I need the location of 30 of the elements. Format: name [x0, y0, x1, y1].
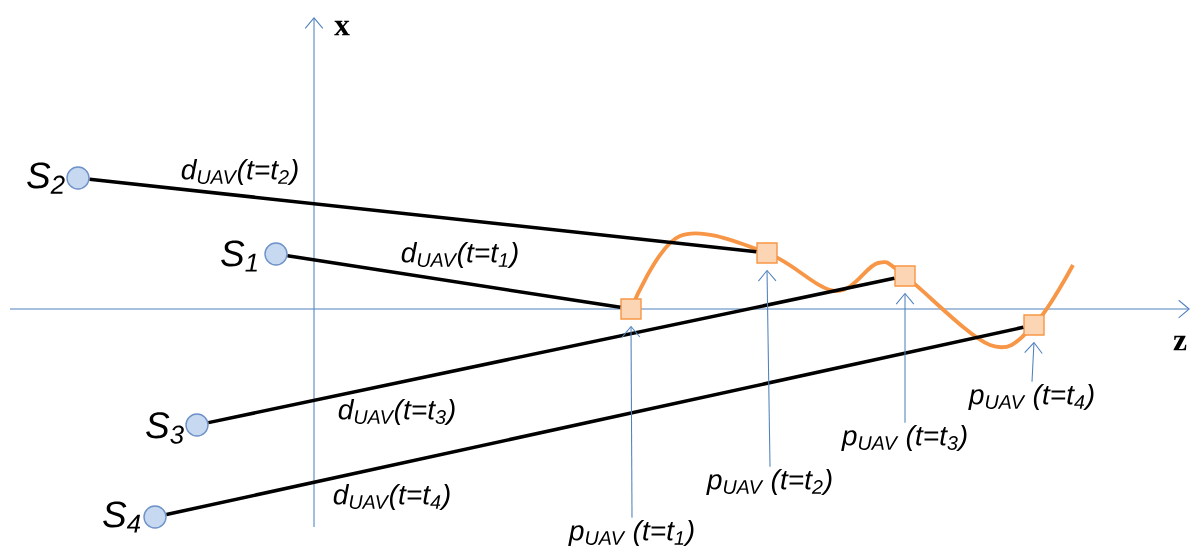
- sensor-circle: [143, 505, 167, 529]
- edge-label: d$_{UAV}$(t=t$_{4}$): [333, 483, 450, 511]
- position-label: p$_{UAV}$ (t=t$_{4}$): [968, 383, 1094, 411]
- sensor-circle: [185, 413, 209, 437]
- position-label: p$_{UAV}$ (t=t$_{1}$): [568, 519, 694, 547]
- position-square: [756, 242, 778, 264]
- distance-line: [287, 254, 621, 310]
- distance-line: [166, 325, 1024, 517]
- sensor-label: S$_{3}$: [146, 412, 184, 444]
- axis-label: z: [1173, 335, 1187, 351]
- distance-line: [208, 276, 895, 425]
- sensor-label: S$_{1}$: [221, 240, 257, 272]
- leader-arrow: [1024, 341, 1043, 383]
- leader-arrow: [895, 292, 915, 424]
- distance-line: [89, 177, 757, 254]
- axis-label: x: [334, 20, 350, 36]
- sensor-circle: [264, 242, 288, 266]
- position-square: [894, 265, 916, 287]
- sensor-label: S$_{4}$: [103, 501, 141, 533]
- position-square: [620, 298, 642, 320]
- sensor-circle: [66, 166, 90, 190]
- leader-arrow: [621, 325, 641, 519]
- leader-arrow: [757, 269, 777, 468]
- sensor-label: S$_{2}$: [27, 162, 65, 194]
- edge-label: d$_{UAV}$(t=t$_{3}$): [338, 398, 455, 426]
- edge-label: d$_{UAV}$(t=t$_{2}$): [181, 158, 298, 186]
- position-label: p$_{UAV}$ (t=t$_{2}$): [706, 468, 832, 496]
- position-label: p$_{UAV}$ (t=t$_{3}$): [841, 424, 967, 452]
- edge-label: d$_{UAV}$(t=t$_{1}$): [401, 241, 518, 269]
- position-square: [1023, 314, 1045, 336]
